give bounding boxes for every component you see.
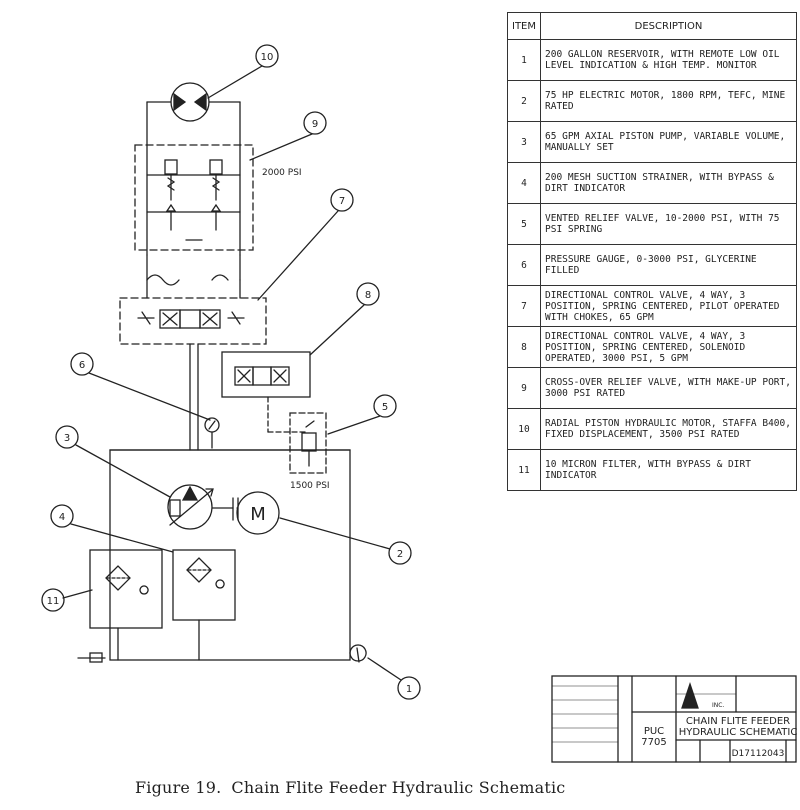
drawing-number: D17112043 [732, 749, 785, 759]
title-line-2: HYDRAULIC SCHEMATIC [679, 727, 798, 738]
item-number: 2 [506, 80, 542, 122]
callout-2: 2 [397, 549, 403, 560]
callout-1: 1 [406, 684, 412, 695]
item-number: 3 [506, 121, 542, 163]
motor-letter: M [250, 504, 266, 525]
dwg-code: 7705 [641, 737, 666, 748]
item-description: 200 GALLON RESERVOIR, WITH REMOTE LOW OI… [540, 39, 797, 81]
title-block [551, 675, 797, 763]
callout-numbers: 10 9 7 8 6 5 3 2 4 11 1 [47, 52, 413, 695]
callout-5: 5 [382, 402, 388, 413]
callout-4: 4 [59, 512, 65, 523]
callout-6: 6 [79, 360, 85, 371]
leader-lines [62, 65, 402, 681]
header-item: ITEM [506, 12, 542, 40]
header-description: DESCRIPTION [540, 12, 797, 40]
item-description: 75 HP ELECTRIC MOTOR, 1800 RPM, TEFC, MI… [540, 80, 797, 122]
callout-8: 8 [365, 290, 371, 301]
title-line-1: CHAIN FLITE FEEDER [686, 716, 790, 727]
item-number: 1 [506, 39, 542, 81]
callout-11: 11 [47, 596, 60, 607]
item-number: 4 [506, 162, 542, 204]
figure-title: Chain Flite Feeder Hydraulic Schematic [231, 778, 566, 797]
item-description: CROSS-OVER RELIEF VALVE, WITH MAKE-UP PO… [540, 367, 797, 409]
item-description: 10 MICRON FILTER, WITH BYPASS & DIRT IND… [540, 449, 797, 491]
item-description: DIRECTIONAL CONTROL VALVE, 4 WAY, 3 POSI… [540, 285, 797, 327]
crossover-relief-valve-symbol [134, 144, 254, 256]
item-number: 6 [506, 244, 542, 286]
item-number: 9 [506, 367, 542, 409]
item-description: RADIAL PISTON HYDRAULIC MOTOR, STAFFA B4… [540, 408, 797, 450]
pressure-gauge-symbol [204, 417, 220, 449]
solenoid-dcv-symbol [221, 351, 311, 433]
relief-valve-symbol [289, 412, 327, 474]
item-description: DIRECTIONAL CONTROL VALVE, 4 WAY, 3 POSI… [540, 326, 797, 368]
item-description: 200 MESH SUCTION STRAINER, WITH BYPASS &… [540, 162, 797, 204]
callout-7: 7 [339, 196, 345, 207]
parts-table-header: ITEM DESCRIPTION [506, 12, 797, 40]
pilot-dcv-symbol [119, 297, 267, 345]
callout-circles [41, 44, 421, 700]
figure-number: Figure 19. [135, 778, 222, 797]
callout-3: 3 [64, 433, 70, 444]
filter-symbol [89, 549, 163, 661]
relief-pressure-label: 1500 PSI [290, 481, 330, 491]
figure-caption: Figure 19. Chain Flite Feeder Hydraulic S… [135, 778, 565, 797]
piston-pump-symbol [167, 484, 239, 530]
strainer-symbol [172, 549, 236, 661]
item-number: 10 [506, 408, 542, 450]
item-description: 65 GPM AXIAL PISTON PUMP, VARIABLE VOLUM… [540, 121, 797, 163]
item-number: 8 [506, 326, 542, 368]
dwg-prefix: PUC [644, 726, 664, 737]
item-number: 7 [506, 285, 542, 327]
callout-9: 9 [312, 119, 318, 130]
radial-piston-motor-symbol [146, 82, 241, 146]
callout-10: 10 [261, 52, 274, 63]
electric-motor-symbol [236, 491, 280, 535]
item-number: 11 [506, 449, 542, 491]
item-number: 5 [506, 203, 542, 245]
item-description: VENTED RELIEF VALVE, 10-2000 PSI, WITH 7… [540, 203, 797, 245]
crossover-pressure-label: 2000 PSI [262, 168, 302, 178]
item-description: PRESSURE GAUGE, 0-3000 PSI, GLYCERINE FI… [540, 244, 797, 286]
company-name: INC. [712, 702, 724, 709]
